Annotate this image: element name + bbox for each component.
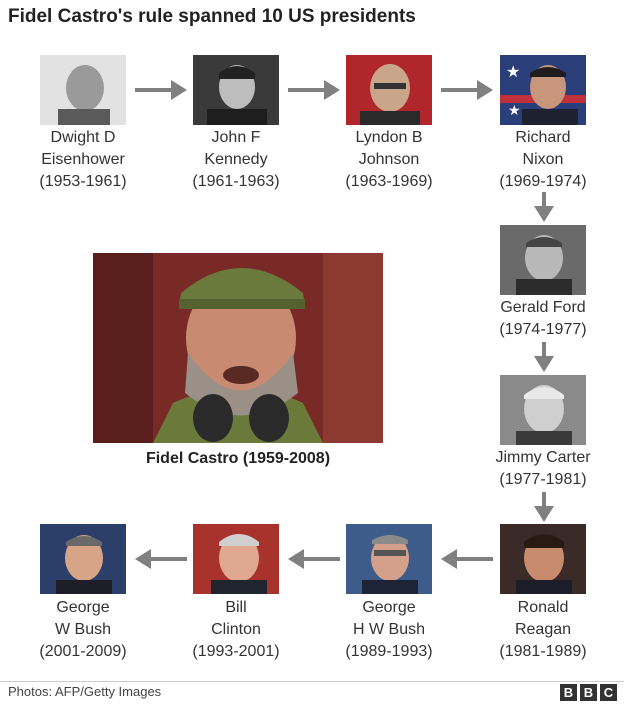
president-label-w-bush: George W Bush (2001-2009) xyxy=(39,599,127,660)
arrow-down-icon xyxy=(532,492,556,522)
photo-credit: Photos: AFP/Getty Images xyxy=(8,684,162,699)
president-label-clinton: Bill Clinton (1993-2001) xyxy=(192,599,280,660)
president-label-carter: Jimmy Carter (1977-1981) xyxy=(495,449,591,488)
ford-photo xyxy=(500,225,586,295)
castro-photo xyxy=(93,253,383,443)
president-label-kennedy: John F Kennedy (1961-1963) xyxy=(192,129,280,190)
w-bush-photo xyxy=(40,524,126,594)
footer-divider xyxy=(0,681,624,682)
johnson-photo xyxy=(346,55,432,125)
castro-label: Fidel Castro (1959-2008) xyxy=(145,450,331,467)
nixon-photo: ★★ xyxy=(500,55,586,125)
arrow-down-icon xyxy=(532,342,556,372)
arrow-down-icon xyxy=(532,192,556,222)
president-label-johnson: Lyndon B Johnson (1963-1969) xyxy=(345,129,433,190)
page-title: Fidel Castro's rule spanned 10 US presid… xyxy=(8,6,416,27)
eisenhower-photo xyxy=(40,55,126,125)
president-label-ford: Gerald Ford (1974-1977) xyxy=(499,299,587,338)
svg-text:★: ★ xyxy=(508,102,521,118)
carter-photo xyxy=(500,375,586,445)
president-label-nixon: Richard Nixon (1969-1974) xyxy=(499,129,587,190)
arrow-right-icon xyxy=(441,78,493,102)
bbc-logo-letter: B xyxy=(560,684,577,701)
president-label-hw-bush: George H W Bush (1989-1993) xyxy=(345,599,433,660)
reagan-photo xyxy=(500,524,586,594)
kennedy-photo xyxy=(193,55,279,125)
arrow-left-icon xyxy=(135,547,187,571)
clinton-photo xyxy=(193,524,279,594)
svg-text:★: ★ xyxy=(506,64,520,81)
president-label-eisenhower: Dwight D Eisenhower (1953-1961) xyxy=(39,129,127,190)
president-label-reagan: Ronald Reagan (1981-1989) xyxy=(499,599,587,660)
bbc-logo: B B C xyxy=(560,684,617,701)
arrow-left-icon xyxy=(288,547,340,571)
bbc-logo-letter: B xyxy=(580,684,597,701)
arrow-left-icon xyxy=(441,547,493,571)
arrow-right-icon xyxy=(135,78,187,102)
hw-bush-photo xyxy=(346,524,432,594)
arrow-right-icon xyxy=(288,78,340,102)
bbc-logo-letter: C xyxy=(600,684,617,701)
